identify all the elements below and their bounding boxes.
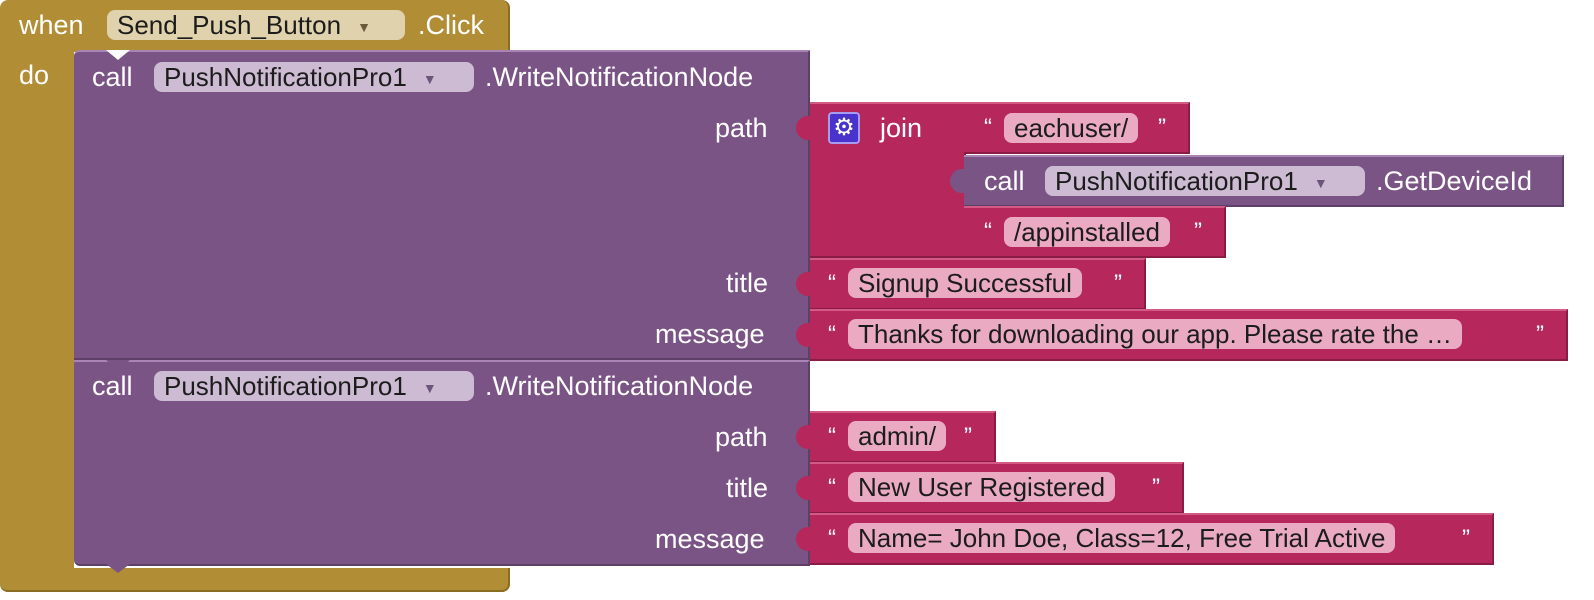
open-quote: “ bbox=[828, 423, 836, 450]
call-2-component-name: PushNotificationPro1 bbox=[164, 371, 407, 401]
call-1-component-dropdown[interactable]: PushNotificationPro1 ▼ bbox=[154, 62, 474, 92]
close-quote: ” bbox=[1114, 270, 1122, 297]
open-quote: “ bbox=[828, 270, 836, 297]
get-device-id-method: .GetDeviceId bbox=[1376, 166, 1533, 196]
text-block-plug bbox=[950, 116, 964, 140]
get-device-id-call-label: call bbox=[984, 166, 1025, 196]
text-value: eachuser/ bbox=[1014, 113, 1129, 143]
chevron-down-icon: ▼ bbox=[1313, 175, 1328, 191]
open-quote: “ bbox=[984, 218, 992, 245]
open-quote: “ bbox=[828, 525, 836, 552]
close-quote: ” bbox=[1462, 525, 1470, 552]
text-block-plug bbox=[796, 476, 810, 500]
text-value: /appinstalled bbox=[1014, 217, 1160, 247]
text-value: Signup Successful bbox=[858, 268, 1072, 298]
join-label: join bbox=[880, 113, 923, 143]
get-device-id-component-name: PushNotificationPro1 bbox=[1055, 166, 1298, 196]
text-field-title-1[interactable]: Signup Successful bbox=[848, 268, 1082, 298]
text-field-message-2[interactable]: Name= John Doe, Class=12, Free Trial Act… bbox=[848, 523, 1396, 553]
close-quote: ” bbox=[1158, 114, 1166, 141]
text-value: New User Registered bbox=[858, 472, 1106, 502]
call-2-param-title: title bbox=[726, 473, 769, 503]
get-device-id-component-dropdown[interactable]: PushNotificationPro1 ▼ bbox=[1045, 166, 1365, 196]
join-block-plug bbox=[796, 116, 810, 140]
call-1-param-message: message bbox=[655, 319, 765, 349]
text-block-plug bbox=[796, 527, 810, 551]
chevron-down-icon: ▼ bbox=[422, 71, 437, 87]
call-2-param-message: message bbox=[655, 524, 765, 554]
call-2-label: call bbox=[92, 371, 133, 401]
text-block-plug bbox=[796, 425, 810, 449]
call-1-method: .WriteNotificationNode bbox=[485, 62, 754, 92]
text-block-plug bbox=[796, 323, 810, 347]
event-component-name: Send_Push_Button bbox=[117, 10, 342, 40]
open-quote: “ bbox=[828, 474, 836, 501]
text-block-plug bbox=[796, 272, 810, 296]
call-block-2-bottom-notch bbox=[106, 564, 130, 573]
when-label: when bbox=[19, 10, 84, 40]
close-quote: ” bbox=[964, 423, 972, 450]
call-2-param-path: path bbox=[715, 422, 768, 452]
event-component-dropdown[interactable]: Send_Push_Button ▼ bbox=[107, 10, 405, 40]
text-value: Thanks for downloading our app. Please r… bbox=[858, 319, 1453, 349]
text-field-title-2[interactable]: New User Registered bbox=[848, 472, 1116, 502]
call-block-1-notch bbox=[106, 50, 130, 60]
close-quote: ” bbox=[1536, 321, 1544, 348]
get-device-id-plug bbox=[950, 169, 964, 193]
text-field-eachuser[interactable]: eachuser/ bbox=[1004, 113, 1139, 143]
text-block-plug bbox=[950, 220, 964, 244]
call-1-param-title: title bbox=[726, 268, 769, 298]
event-name: .Click bbox=[418, 10, 484, 40]
close-quote: ” bbox=[1152, 474, 1160, 501]
call-1-label: call bbox=[92, 62, 133, 92]
text-field-message-1[interactable]: Thanks for downloading our app. Please r… bbox=[848, 319, 1463, 349]
open-quote: “ bbox=[984, 114, 992, 141]
write-notification-node-block-1[interactable] bbox=[74, 50, 810, 360]
chevron-down-icon: ▼ bbox=[422, 380, 437, 396]
call-1-component-name: PushNotificationPro1 bbox=[164, 62, 407, 92]
call-1-param-path: path bbox=[715, 113, 768, 143]
text-value: admin/ bbox=[858, 421, 937, 451]
text-field-path-2[interactable]: admin/ bbox=[848, 421, 947, 451]
do-label: do bbox=[19, 60, 50, 90]
open-quote: “ bbox=[828, 321, 836, 348]
call-block-2-notch bbox=[106, 360, 130, 370]
chevron-down-icon: ▼ bbox=[357, 19, 371, 35]
call-2-component-dropdown[interactable]: PushNotificationPro1 ▼ bbox=[154, 371, 474, 401]
text-field-appinstalled[interactable]: /appinstalled bbox=[1004, 217, 1170, 247]
call-2-method: .WriteNotificationNode bbox=[485, 371, 754, 401]
close-quote: ” bbox=[1194, 218, 1202, 245]
text-value: Name= John Doe, Class=12, Free Trial Act… bbox=[858, 523, 1386, 553]
gear-icon[interactable]: ⚙ bbox=[828, 112, 860, 144]
